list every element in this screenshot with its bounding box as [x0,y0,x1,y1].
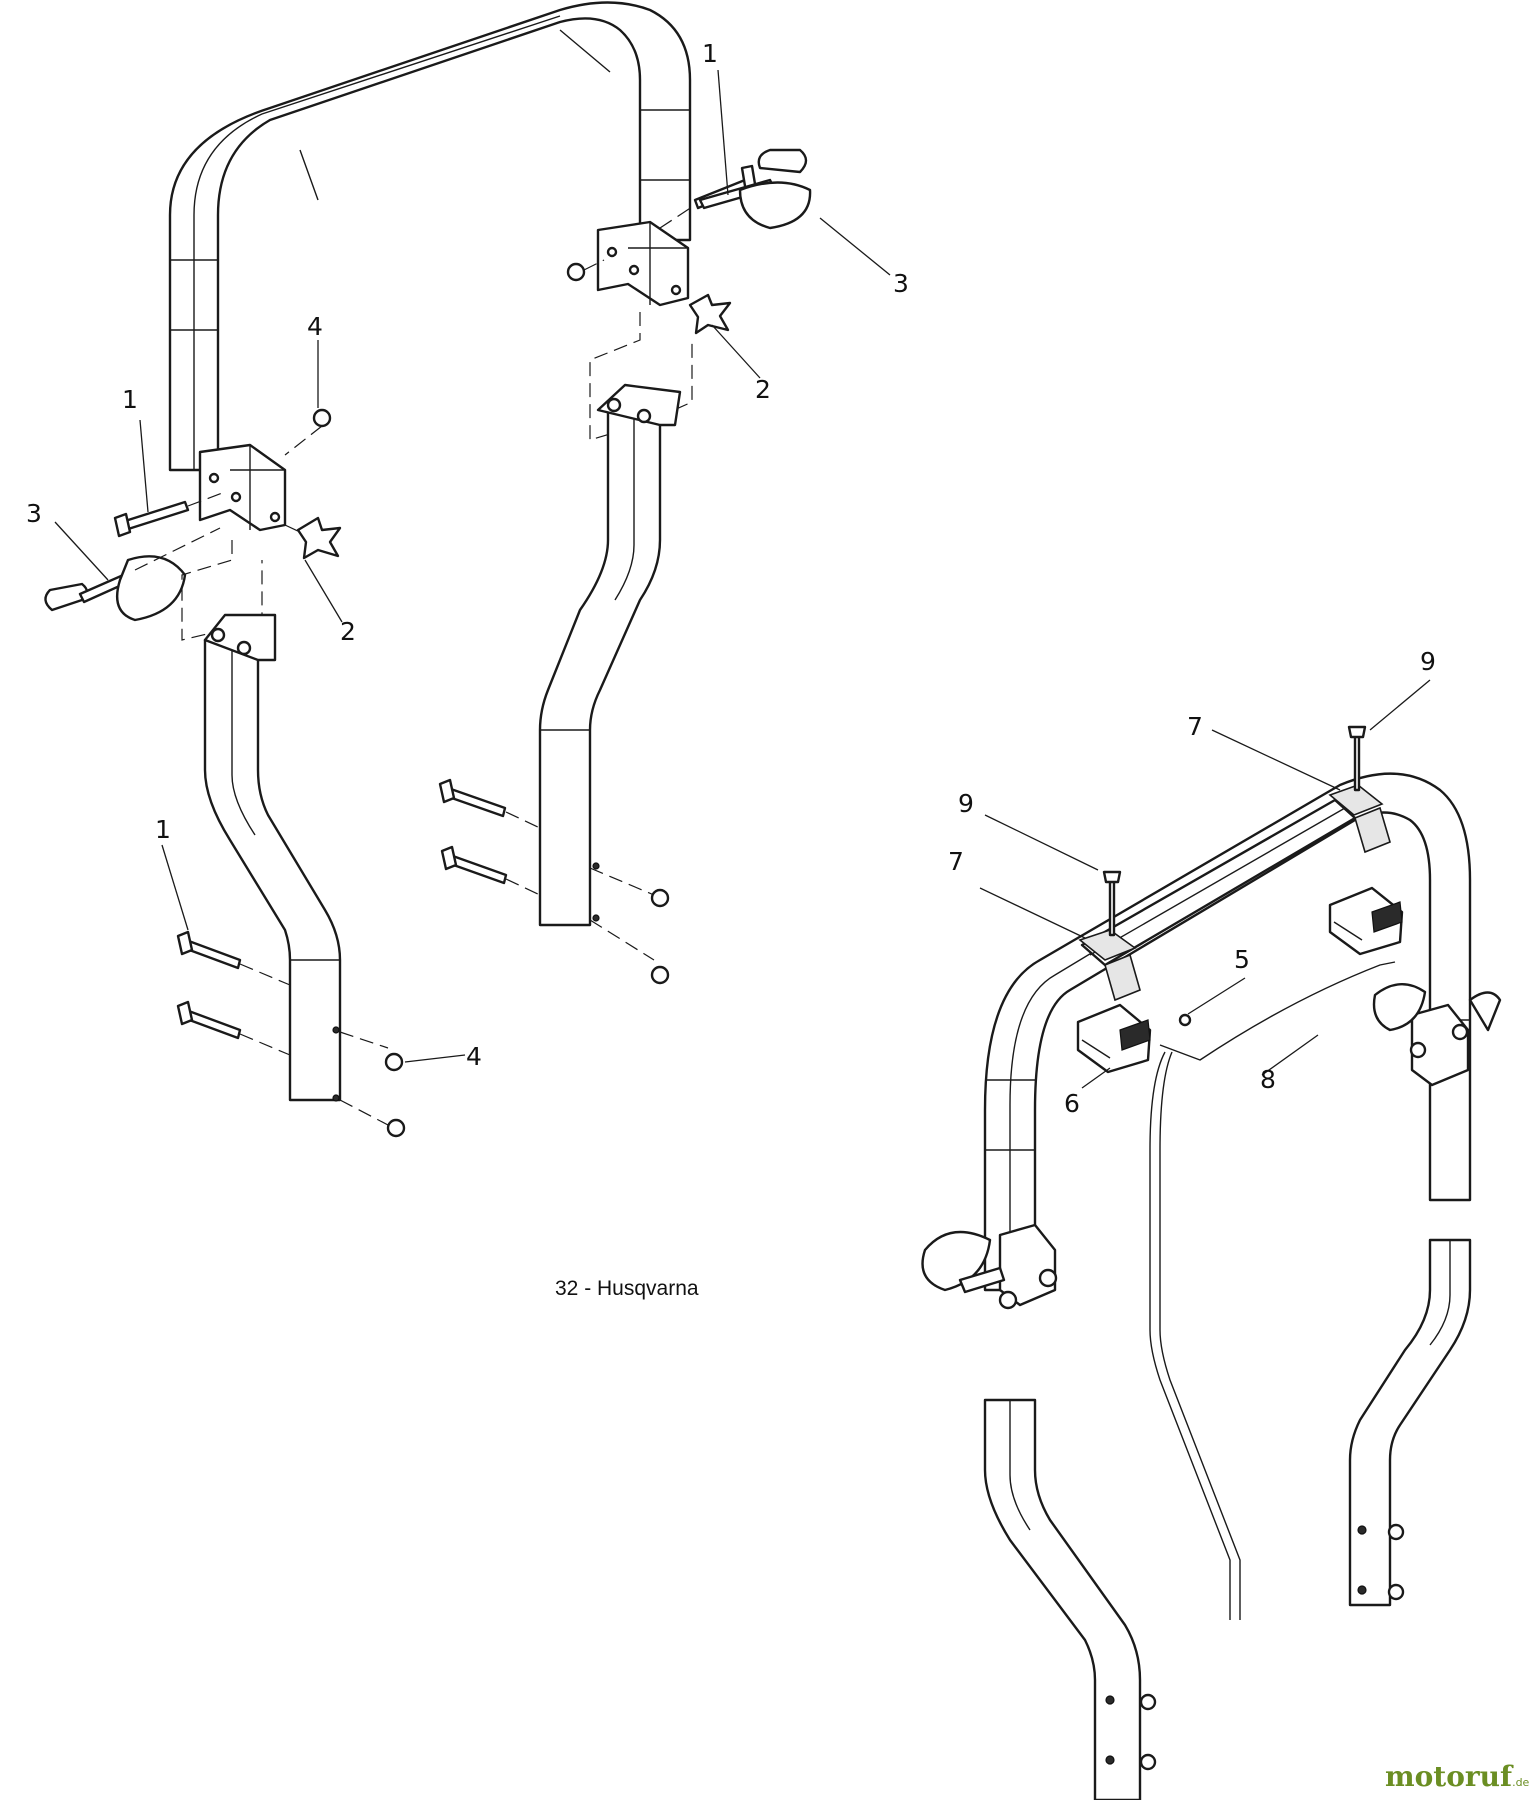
left-nut [284,408,332,456]
wire-clip [1178,1013,1192,1027]
right-nut [566,259,605,282]
right-light [1328,886,1404,956]
left-light [1076,1003,1152,1074]
callout-label: 2 [755,375,771,404]
right-alignment-guide [589,312,693,441]
right-lower-upright [538,383,682,927]
callout-label: 3 [893,269,909,298]
callout-label: 4 [466,1042,482,1071]
right-screw [1347,725,1367,792]
right-upper-bracket [596,220,690,307]
right-knob [688,293,732,335]
callout-label: 6 [1064,1089,1080,1118]
callout-label: 2 [340,617,356,646]
left-lower-bolts [176,930,406,1138]
callout-label: 7 [948,847,964,876]
callout-label: 1 [122,385,138,414]
installed-right-lower-upright [1348,1238,1472,1607]
callout-label: 9 [1420,647,1436,676]
left-lower-upright [203,613,342,1102]
left-upper-bracket [198,443,287,532]
left-pivot-bolt [113,491,226,538]
callout-label: 5 [1234,945,1250,974]
watermark-domain: .de [1512,1776,1529,1789]
wire-harness [1149,961,1396,1620]
left-mount-plate [1078,929,1141,1002]
left-hinge-assembly [921,1223,1058,1310]
watermark: motoruf.de [1385,1760,1530,1793]
installed-left-lower-upright [983,1398,1157,1800]
callout-label: 4 [307,312,323,341]
callout-label: 7 [1187,712,1203,741]
right-hitch-pin [698,148,812,230]
callout-label: 3 [26,499,42,528]
callout-label: 1 [155,815,171,844]
callout-label: 9 [958,789,974,818]
right-mount-plate [1328,784,1391,854]
right-hinge-assembly [1372,983,1502,1087]
callout-label: 1 [702,39,718,68]
diagram-caption: 32 - Husqvarna [555,1277,699,1300]
left-screw [1102,870,1122,937]
callout-label: 8 [1260,1065,1276,1094]
callout-leaders [54,69,1431,1089]
upper-roll-bar-frame [168,1,692,472]
right-lower-bolts [438,778,670,985]
left-hitch-pin [44,527,221,622]
left-knob [284,516,342,560]
watermark-brand: motoruf [1385,1760,1514,1793]
